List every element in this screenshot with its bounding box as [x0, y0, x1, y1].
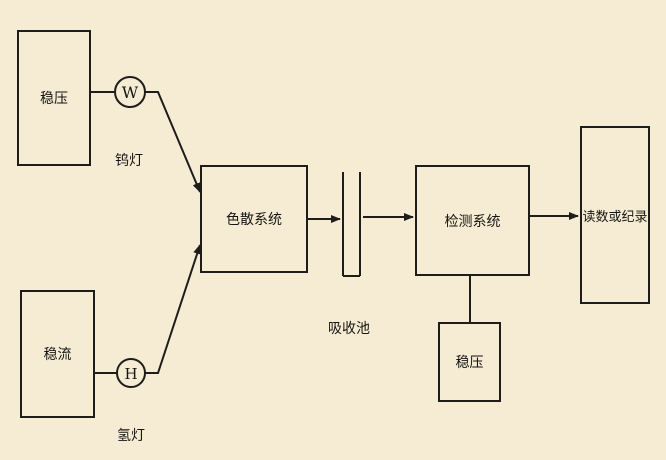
absorption-cell-label: 吸收池	[328, 321, 370, 337]
hydrogen-lamp-label: 氢灯	[117, 428, 145, 444]
stabilizer-detector-label: 稳压	[455, 355, 484, 371]
stabilizer-detector-box: 稳压	[438, 322, 501, 402]
tungsten-lamp-label: 钨灯	[115, 153, 143, 169]
readout-box: 读数或纪录	[580, 126, 650, 304]
tungsten-lamp-symbol: W	[122, 83, 139, 102]
stabilizer-bottom-label: 稳流	[43, 347, 72, 363]
detector-label: 检测系统	[444, 213, 501, 230]
connector-hydrogen-monochromator	[145, 244, 201, 374]
hydrogen-lamp-symbol: H	[124, 365, 137, 383]
monochromator-box: 色散系统	[200, 165, 308, 273]
stabilizer-top-label: 稳压	[40, 91, 68, 107]
stabilizer-bottom-box: 稳流	[20, 290, 95, 418]
connector-tungsten-monochromator	[145, 91, 201, 193]
readout-label: 读数或纪录	[582, 209, 648, 225]
stabilizer-top-box: 稳压	[17, 30, 91, 166]
detector-box: 检测系统	[415, 165, 530, 276]
monochromator-label: 色散系统	[226, 212, 282, 228]
